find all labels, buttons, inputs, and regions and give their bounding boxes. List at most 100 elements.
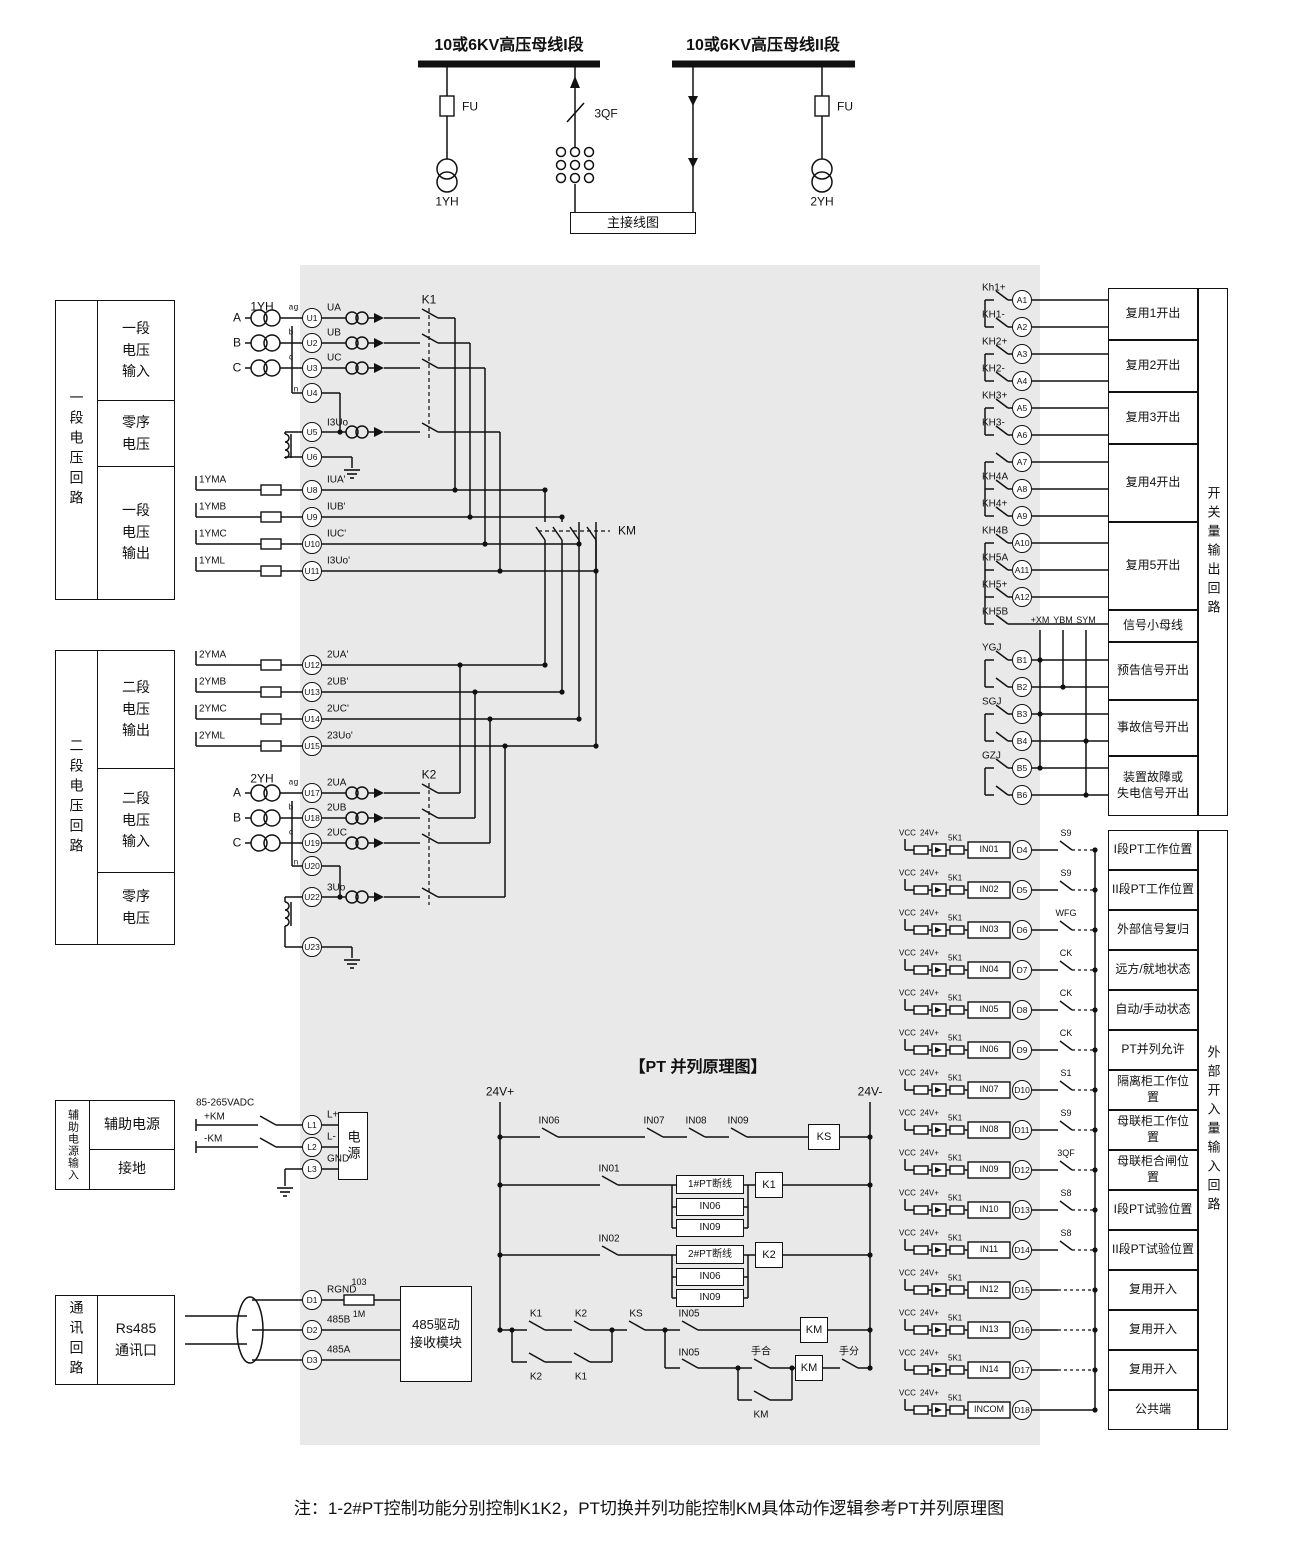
switch-contact [1059, 920, 1073, 931]
transformer-symbol [250, 309, 268, 327]
switch-contact [421, 358, 439, 369]
flow-arrow [374, 338, 384, 348]
terminal-name-label: L- [327, 1131, 336, 1143]
terminal-A7: A7 [1012, 452, 1032, 472]
terminal-D4: D4 [1012, 840, 1032, 860]
switch-contact [421, 808, 439, 819]
bus2-label: 10或6KV高压母线II段 [686, 37, 840, 55]
switch-contact [995, 560, 1009, 571]
terminal-B1: B1 [1012, 650, 1032, 670]
contact-label: IN08 [685, 1115, 707, 1127]
terminal-B2: B2 [1012, 677, 1032, 697]
flow-arrow [374, 427, 384, 437]
switch-contact [421, 422, 439, 433]
fuse-symbol [260, 565, 282, 577]
switch-name-label: S1 [1060, 1068, 1072, 1079]
flow-arrow [374, 313, 384, 323]
output-label-box: 信号小母线 [1108, 610, 1198, 642]
fuse-symbol [260, 686, 282, 698]
resistor-symbol [913, 1165, 929, 1175]
contact-label: IN05 [678, 1308, 700, 1320]
wire-name-label: 1YML [199, 555, 226, 567]
switch-contact [569, 526, 580, 541]
switch-name-label: CK [1059, 988, 1073, 999]
resistor-symbol [949, 1325, 965, 1335]
resistor-symbol [949, 885, 965, 895]
switch-contact [1059, 960, 1073, 971]
group-title: 二段电压回路 [56, 651, 98, 944]
input-name-label: IN03 [979, 924, 999, 935]
switch-contact [573, 1352, 591, 1363]
flow-arrow [374, 788, 384, 798]
pt-symbol [436, 171, 458, 193]
input-name-label: IN13 [979, 1324, 999, 1335]
terminal-D5: D5 [1012, 880, 1032, 900]
contact-label: KH3- [982, 417, 1005, 429]
k1-label: K1 [421, 292, 437, 307]
terminal-U23: U23 [302, 937, 322, 957]
terminal-D13: D13 [1012, 1200, 1032, 1220]
terminal-U10: U10 [302, 534, 322, 554]
bus-xm-label: +XM [1030, 615, 1050, 626]
input-name-box [967, 1201, 1011, 1219]
v24-label: 24V+ [920, 1148, 939, 1158]
terminal-D17: D17 [1012, 1360, 1032, 1380]
junction-dot [1092, 847, 1098, 853]
pt-symbol [811, 171, 833, 193]
wire-name-label: 2YMA [199, 649, 227, 661]
terminal-A10: A10 [1012, 533, 1032, 553]
switch-contact [259, 1115, 277, 1126]
input-label-box: 母联柜工作位置 [1108, 1110, 1198, 1150]
in06-box: IN06 [676, 1198, 744, 1216]
phase-label: C [232, 835, 242, 850]
vcc-label: VCC [899, 908, 916, 918]
group-item: Rs485 通讯口 [115, 1319, 157, 1358]
input-name-box [967, 1361, 1011, 1379]
resistor-symbol [949, 1125, 965, 1135]
junction-dot [1060, 684, 1066, 690]
contact-label: KH2+ [982, 336, 1008, 348]
wire-name-label: 1YMC [199, 528, 227, 540]
v24-label: 24V+ [920, 828, 939, 838]
bus1-label: 10或6KV高压母线I段 [434, 37, 584, 55]
power-supply-box: 电源 [338, 1112, 368, 1180]
input-label-box: 复用开入 [1108, 1270, 1198, 1310]
transformer-symbol [250, 809, 268, 827]
coil-km: KM [800, 1317, 828, 1343]
input-name-label: IN11 [979, 1244, 999, 1255]
output-label-box: 复用5开出 [1108, 522, 1198, 610]
output-label-box: 事故信号开出 [1108, 700, 1198, 756]
contact-label: 手分 [839, 1346, 859, 1358]
diode-symbol [935, 1167, 942, 1173]
group-item: 接地 [118, 1160, 146, 1177]
pt1-top-label: 1YH [435, 194, 459, 209]
input-name-label: IN12 [979, 1284, 999, 1295]
resistor-symbol [913, 1085, 929, 1095]
terminal-U12: U12 [302, 655, 322, 675]
switch-contact [995, 344, 1009, 355]
terminal-D8: D8 [1012, 1000, 1032, 1020]
terminal-name-label: UC [327, 352, 342, 364]
vcc-label: VCC [899, 988, 916, 998]
arrow-down [688, 96, 698, 106]
power-plus-label: +KM [204, 1111, 225, 1123]
vcc-label: VCC [899, 1148, 916, 1158]
k2-label: K2 [421, 767, 437, 782]
resistor-value-label: 5K1 [948, 1033, 963, 1043]
junction-dot [1092, 1247, 1098, 1253]
bus-ybm-label: YBM [1053, 615, 1073, 626]
phase-label: A [232, 785, 242, 800]
terminal-name-label: 2UA' [327, 649, 349, 661]
contact-label: IN05 [678, 1347, 700, 1359]
resistor-symbol [913, 1285, 929, 1295]
fuse-symbol [260, 511, 282, 523]
ct-symbol [583, 172, 595, 184]
junction-dot [1092, 1327, 1098, 1333]
transformer-symbol [345, 361, 359, 375]
in09-box: IN09 [676, 1289, 744, 1307]
switch-name-label: CK [1059, 948, 1073, 959]
pt-symbol [811, 158, 833, 180]
ct-symbol [583, 159, 595, 171]
input-label-box: 复用开入 [1108, 1310, 1198, 1350]
terminal-D16: D16 [1012, 1320, 1032, 1340]
